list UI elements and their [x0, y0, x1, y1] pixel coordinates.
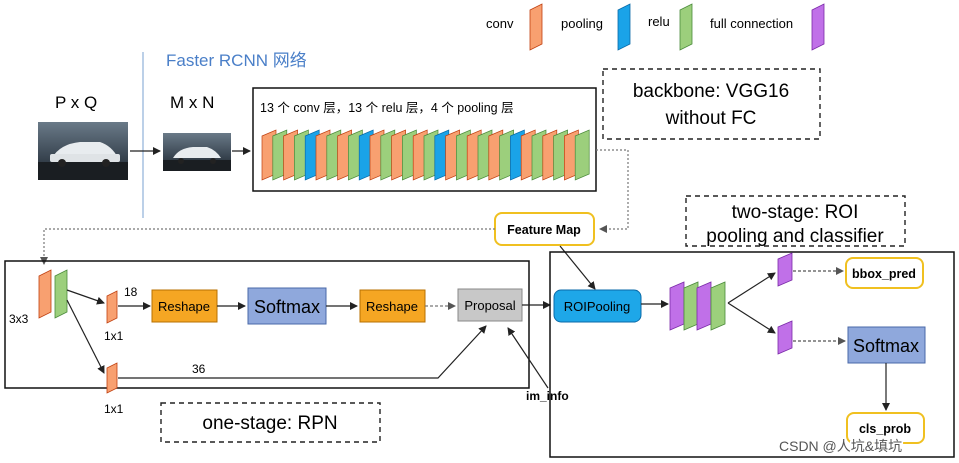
two-stage-note-box: [685, 195, 906, 247]
bbox-pred-node: [845, 257, 924, 289]
rpn-box: [4, 260, 530, 389]
backbone-note-line1: backbone: VGG16: [633, 81, 789, 102]
head-softmax-label: Softmax: [853, 336, 919, 356]
arrow-fc-to-cls-branch: [727, 302, 776, 334]
legend-conv-swatch: [529, 3, 543, 51]
proposal-label: Proposal: [464, 298, 515, 313]
roi-pooling-label: ROIPooling: [564, 299, 630, 314]
input-label-pq: P x Q: [55, 93, 97, 112]
proposal-node: [457, 288, 523, 322]
two-stage-note-line1: two-stage: ROI: [732, 202, 859, 223]
legend-pooling-label: pooling: [561, 16, 603, 31]
watermark: CSDN @人坑&填坑: [779, 438, 902, 454]
rpn-reshape2-label: Reshape: [366, 299, 418, 314]
backbone-layer-relu: [574, 129, 590, 181]
arrow-feature-map-to-roi: [559, 245, 596, 290]
rpn-cls-1x1-conv: [106, 290, 118, 324]
bbox-fc-layer: [777, 252, 793, 287]
rpn-softmax-node: [247, 287, 327, 325]
rpn-reshape1-label: Reshape: [158, 299, 210, 314]
legend-full-connection-swatch: [811, 3, 825, 51]
rpn-label-3x3: 3x3: [9, 312, 29, 326]
legend-full-connection-label: full connection: [710, 16, 793, 31]
arrow-to-reg-conv: [66, 299, 105, 374]
legend: conv pooling relu full connection: [486, 3, 825, 51]
arrow-fc-to-bbox-branch: [727, 272, 776, 304]
input-label-mn: M x N: [170, 93, 214, 112]
legend-conv-label: conv: [486, 16, 514, 31]
rpn-label-18: 18: [124, 285, 138, 299]
head-box: [549, 251, 955, 458]
arrow-to-cls-conv: [66, 289, 105, 305]
backbone-caption: 13 个 conv 层，13 个 relu 层，4 个 pooling 层: [260, 101, 514, 115]
input-image-original: [38, 122, 128, 180]
two-stage-note-line2: pooling and classifier: [706, 226, 884, 247]
watermark-halo: CSDN @人坑&填坑: [779, 438, 902, 454]
rpn-reg-1x1-conv: [106, 362, 118, 394]
legend-relu-swatch: [679, 3, 693, 51]
arrow-backbone-to-feature-map: [596, 149, 629, 233]
backbone-note-line2: without FC: [665, 108, 757, 129]
diagram-title: Faster RCNN 网络: [166, 51, 307, 70]
head-fc-layers: [669, 281, 726, 331]
rpn-softmax-label: Softmax: [254, 297, 320, 317]
im-info-label: im_info: [526, 389, 569, 403]
arrow-im-info-to-proposal: [507, 327, 549, 389]
head-softmax-node: [847, 326, 926, 364]
cls-prob-label: cls_prob: [859, 422, 911, 436]
legend-relu-label: relu: [648, 14, 670, 29]
rpn-reshape1-node: [151, 289, 218, 323]
cls-prob-node: [846, 412, 925, 444]
input-image-resized: [163, 133, 231, 171]
rpn-3x3-conv: [38, 269, 68, 319]
legend-pooling-swatch: [617, 3, 631, 51]
rpn-note-box: [160, 402, 381, 443]
backbone-box: [252, 87, 597, 192]
backbone-layers: [261, 129, 590, 181]
cls-fc-layer: [777, 320, 793, 355]
backbone-note-box: [602, 68, 821, 140]
arrow-feature-map-to-rpn: [40, 228, 495, 265]
rpn-note-label: one-stage: RPN: [202, 413, 337, 434]
roi-pooling-node: [553, 289, 642, 323]
rpn-label-1x1-bottom: 1x1: [104, 402, 124, 416]
rpn-label-36: 36: [192, 362, 206, 376]
feature-map-label: Feature Map: [507, 223, 581, 237]
rpn-label-1x1-top: 1x1: [104, 329, 124, 343]
arrow-reg-to-proposal: [118, 325, 487, 379]
bbox-pred-label: bbox_pred: [852, 267, 916, 281]
